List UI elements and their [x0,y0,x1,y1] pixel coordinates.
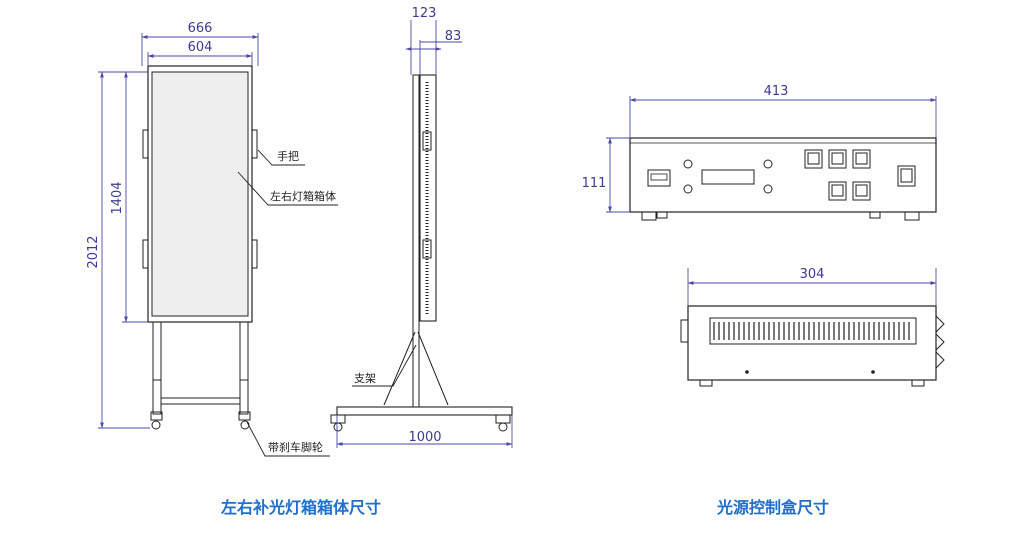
caption-lightbox: 左右补光灯箱箱体尺寸 [221,498,382,517]
box-front-dimensions [606,96,937,213]
dim-height-box: 1404 [110,181,125,214]
front-dimensions [98,33,259,429]
caster-side-left-icon [333,422,343,432]
lightbox-side-view [330,74,513,432]
callout-caster: 带刹车脚轮 [268,440,323,454]
display-window [701,169,755,185]
dim-box-width: 413 [764,84,789,99]
knob-icon [683,184,693,194]
dim-box-height: 111 [582,176,607,191]
dim-width-inner: 604 [188,40,213,55]
front-callout-lines [237,149,338,457]
handle-left-lower [142,239,149,269]
dim-height-total: 2012 [86,235,101,268]
vga-port-icon [647,169,671,187]
knob-icon [763,184,773,194]
lightbox-front-view [142,65,258,430]
vent-slots [713,322,910,340]
side-callout-line [352,344,417,387]
control-box-front [629,137,937,221]
control-box-top [680,305,945,387]
stand-leg-left [152,321,162,415]
lightbox-panel [151,71,249,317]
box-top-dimensions [687,268,937,306]
dim-width-outer: 666 [188,21,213,36]
switch-group [804,149,916,201]
side-dimensions [336,20,513,448]
handle-left-upper [142,129,149,159]
stand-base [336,406,513,416]
callout-handle: 手把 [277,149,299,163]
caster-left-icon [151,420,161,430]
dim-base-width: 1000 [408,430,441,445]
callout-lightbox: 左右灯箱箱体 [270,189,336,203]
lightbox-frame [147,65,253,323]
caster-right-icon [240,420,250,430]
dim-depth-inner: 83 [445,29,462,44]
knob-icon [683,159,693,169]
dim-depth-outer: 123 [412,6,437,21]
caption-control-box: 光源控制盒尺寸 [717,498,830,517]
caster-side-right-icon [498,422,508,432]
handle-right-lower [251,239,258,269]
knob-icon [763,159,773,169]
stand-leg-right [239,321,249,415]
handle-right-upper [251,129,258,159]
callout-stand: 支架 [354,372,376,385]
dim-box-depth: 304 [800,267,825,282]
